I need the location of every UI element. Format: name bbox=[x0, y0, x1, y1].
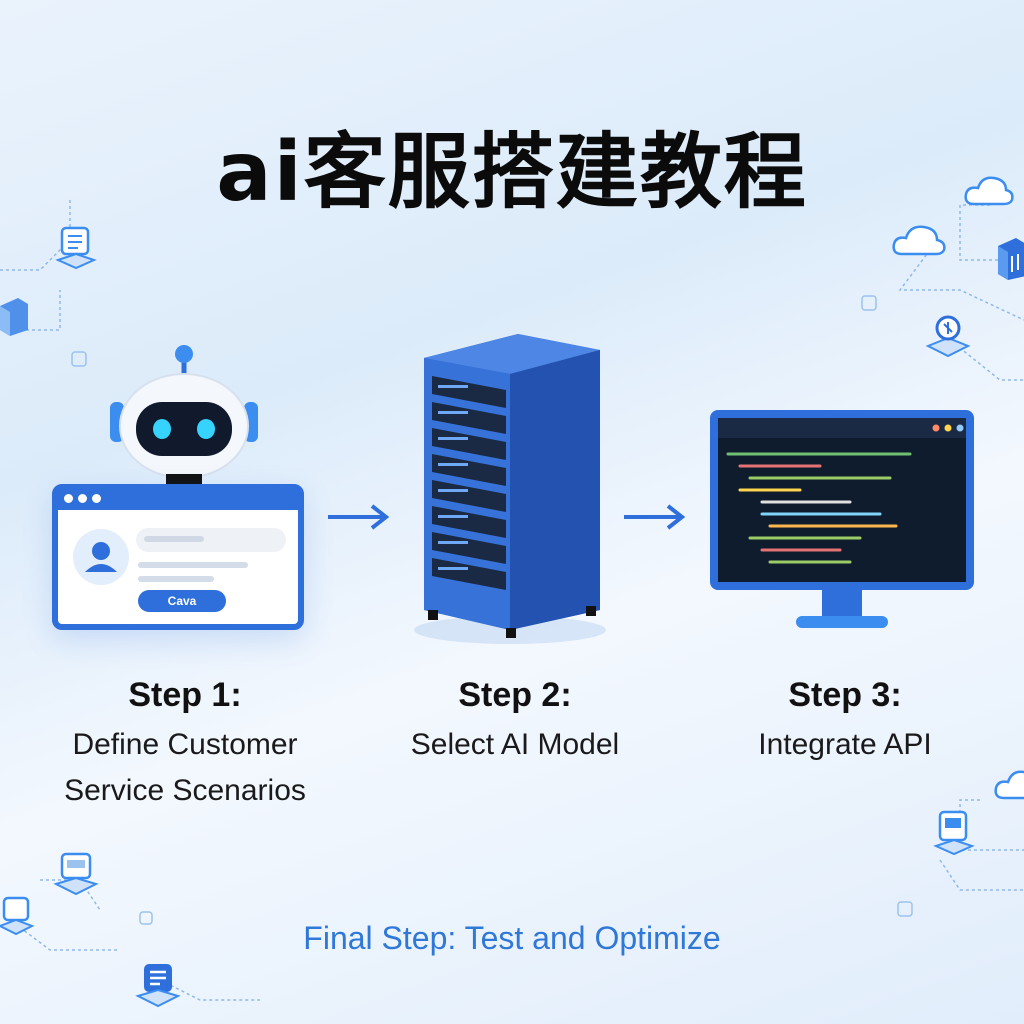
document-icon bbox=[933, 810, 975, 856]
chat-text-line bbox=[138, 576, 214, 582]
chat-text-line bbox=[138, 562, 248, 568]
arrow-right-icon bbox=[328, 504, 390, 530]
document-icon bbox=[0, 896, 35, 936]
window-titlebar bbox=[58, 490, 298, 510]
window-dot-icon bbox=[64, 494, 73, 503]
document-icon bbox=[53, 852, 99, 896]
monitor-icon bbox=[710, 410, 974, 628]
server-rack-icon bbox=[414, 334, 606, 644]
arrow-right-icon bbox=[624, 504, 686, 530]
cloud-icon bbox=[892, 225, 946, 256]
cube-icon bbox=[0, 298, 28, 336]
page-title: ai客服搭建教程 bbox=[216, 125, 808, 220]
window-dot-icon bbox=[92, 494, 101, 503]
cloud-icon bbox=[964, 176, 1014, 206]
final-step-text: Final Step: Test and Optimize bbox=[303, 920, 721, 956]
user-avatar-icon bbox=[73, 529, 129, 585]
step-2-label: Step 2: bbox=[458, 676, 572, 714]
step-3-label: Step 3: bbox=[788, 676, 902, 714]
step-3-desc-line-1: Integrate API bbox=[758, 728, 932, 761]
step-1-desc-line-1: Define Customer bbox=[72, 728, 298, 761]
robot-icon bbox=[110, 345, 258, 484]
location-pin-icon bbox=[925, 315, 971, 358]
cloud-icon bbox=[994, 770, 1024, 800]
step-1-desc-line-2: Service Scenarios bbox=[64, 774, 306, 807]
step-1-label: Step 1: bbox=[128, 676, 242, 714]
chat-send-button[interactable]: Cava bbox=[138, 590, 226, 612]
cube-icon bbox=[998, 238, 1024, 280]
step-2-desc-line-1: Select AI Model bbox=[410, 728, 620, 761]
window-dot-icon bbox=[78, 494, 87, 503]
document-icon bbox=[55, 226, 97, 270]
chat-text-line bbox=[144, 536, 204, 542]
chat-window: Cava bbox=[52, 484, 304, 630]
document-icon bbox=[135, 964, 181, 1008]
